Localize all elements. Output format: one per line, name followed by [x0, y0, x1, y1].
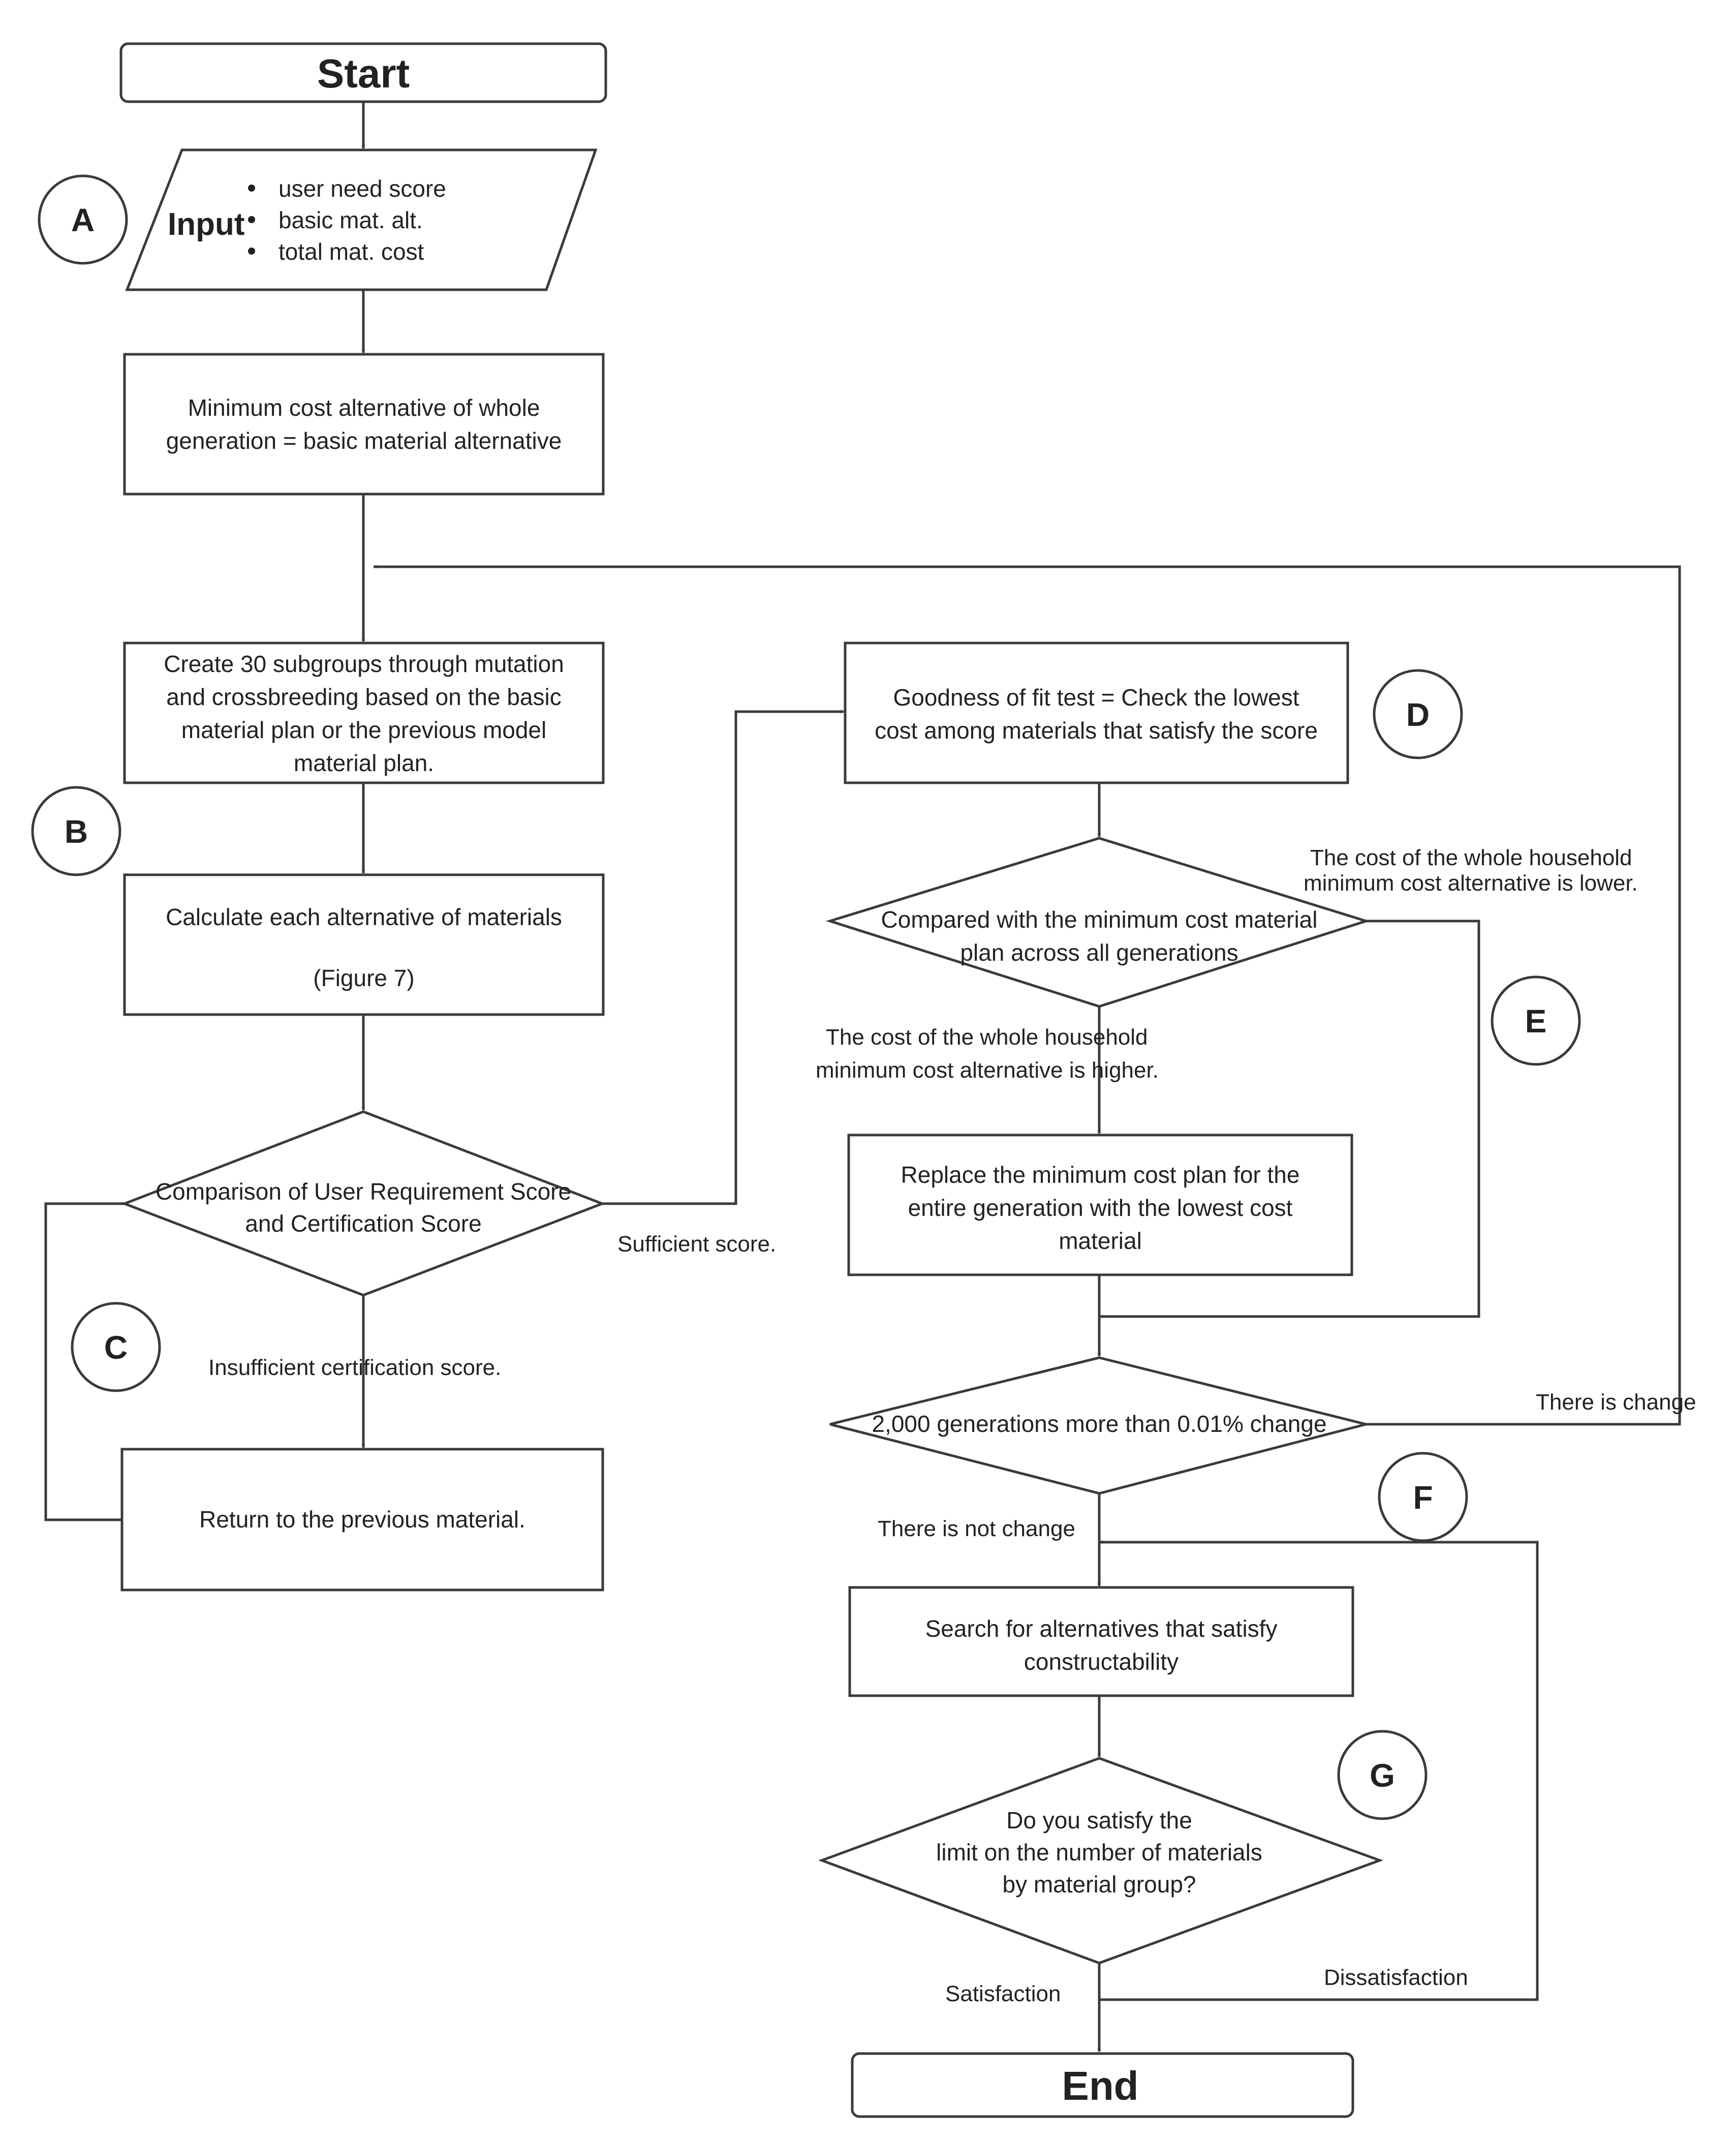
marker-f: F	[1378, 1452, 1468, 1542]
bullet-icon	[248, 216, 255, 223]
replace-node: Replace the minimum cost plan for the en…	[847, 1134, 1353, 1276]
limit-line: by material group?	[1003, 1871, 1196, 1897]
return-node: Return to the previous material.	[120, 1448, 604, 1591]
create-node: Create 30 subgroups through mutation and…	[123, 641, 605, 784]
edge-label-sufficient: Sufficient score.	[617, 1232, 776, 1257]
marker-g: G	[1337, 1730, 1428, 1820]
goodness-line: Goodness of fit test = Check the lowest	[893, 684, 1299, 711]
init-line: Minimum cost alternative of whole	[188, 394, 540, 421]
limit-line: Do you satisfy the	[1006, 1807, 1192, 1833]
svg-text:C: C	[104, 1329, 128, 1366]
marker-e: E	[1491, 975, 1581, 1066]
connectors	[44, 102, 1681, 2052]
svg-text:F: F	[1413, 1479, 1433, 1516]
return-label: Return to the previous material.	[199, 1506, 525, 1533]
edge-label-higher: The cost of the whole household	[826, 1025, 1148, 1050]
marker-d: D	[1373, 669, 1463, 759]
svg-text:E: E	[1525, 1003, 1547, 1039]
compare-min-line: plan across all generations	[960, 939, 1238, 966]
edge-label-lower: The cost of the whole household	[1310, 845, 1632, 870]
goodness-node: Goodness of fit test = Check the lowest …	[844, 641, 1349, 784]
start-node: Start	[119, 42, 607, 103]
replace-line: Replace the minimum cost plan for the	[901, 1161, 1300, 1188]
input-item: total mat. cost	[278, 238, 424, 265]
replace-line: entire generation with the lowest cost	[908, 1195, 1293, 1221]
compare-score-line: and Certification Score	[245, 1210, 481, 1237]
create-line: and crossbreeding based on the basic	[166, 684, 561, 710]
input-item: user need score	[278, 175, 446, 202]
svg-text:B: B	[65, 813, 88, 850]
svg-text:D: D	[1406, 696, 1430, 733]
goodness-line: cost among materials that satisfy the sc…	[875, 717, 1318, 744]
create-line: material plan.	[294, 750, 434, 776]
limit-line: limit on the number of materials	[936, 1839, 1262, 1865]
calculate-line: Calculate each alternative of materials	[166, 904, 562, 930]
bullet-icon	[248, 185, 255, 192]
start-label: Start	[317, 51, 410, 96]
init-node: Minimum cost alternative of whole genera…	[123, 353, 605, 496]
edge-change-loop	[373, 565, 1681, 1426]
marker-a: A	[38, 174, 128, 265]
edge-return-loop	[44, 1202, 125, 1521]
edge-labels: Sufficient score. Insufficient certifica…	[208, 845, 1696, 2006]
edge-dissatisfaction-loop	[1099, 1540, 1539, 2001]
create-line: material plan or the previous model	[181, 717, 546, 743]
edge-sufficient-goodness	[602, 710, 844, 1205]
edge-label-lower: minimum cost alternative is lower.	[1304, 871, 1638, 896]
bullet-icon	[248, 248, 255, 255]
marker-c: C	[71, 1302, 161, 1392]
end-label: End	[1062, 2063, 1138, 2108]
input-label: Input	[168, 207, 245, 242]
edge-label-change: There is change	[1536, 1390, 1696, 1415]
search-line: constructability	[1024, 1648, 1179, 1675]
replace-line: material	[1059, 1228, 1142, 1254]
section-markers: A B C D E F G	[31, 174, 1581, 1820]
search-line: Search for alternatives that satisfy	[925, 1615, 1278, 1642]
end-node: End	[851, 2052, 1354, 2118]
compare-min-line: Compared with the minimum cost material	[881, 906, 1318, 933]
generations-decision: 2,000 generations more than 0.01% change	[829, 1356, 1367, 1495]
input-item: basic mat. alt.	[278, 207, 423, 233]
svg-text:G: G	[1370, 1757, 1395, 1794]
generations-label: 2,000 generations more than 0.01% change	[872, 1411, 1326, 1437]
edge-label-higher: minimum cost alternative is higher.	[816, 1058, 1159, 1083]
limit-decision: Do you satisfy the limit on the number o…	[818, 1757, 1384, 1965]
calculate-reference: (Figure 7)	[313, 965, 414, 991]
svg-text:A: A	[71, 202, 95, 238]
edge-label-insufficient: Insufficient certification score.	[208, 1355, 501, 1380]
compare-score-line: Comparison of User Requirement Score	[156, 1178, 571, 1205]
create-line: Create 30 subgroups through mutation	[164, 651, 564, 677]
edge-label-satisfaction: Satisfaction	[945, 1981, 1061, 2006]
search-node: Search for alternatives that satisfy con…	[848, 1586, 1354, 1697]
marker-b: B	[31, 786, 121, 876]
calculate-node: Calculate each alternative of materials …	[123, 873, 605, 1016]
edge-lower-bypass	[1099, 920, 1480, 1319]
compare-score-decision: Comparison of User Requirement Score and…	[121, 1110, 606, 1297]
input-node: Input user need score basic mat. alt. to…	[125, 148, 598, 291]
init-line: generation = basic material alternative	[166, 427, 562, 454]
edge-label-dissatisfaction: Dissatisfaction	[1324, 1965, 1468, 1990]
compare-min-decision: Compared with the minimum cost material …	[825, 837, 1371, 1008]
edge-label-no-change: There is not change	[878, 1516, 1075, 1541]
